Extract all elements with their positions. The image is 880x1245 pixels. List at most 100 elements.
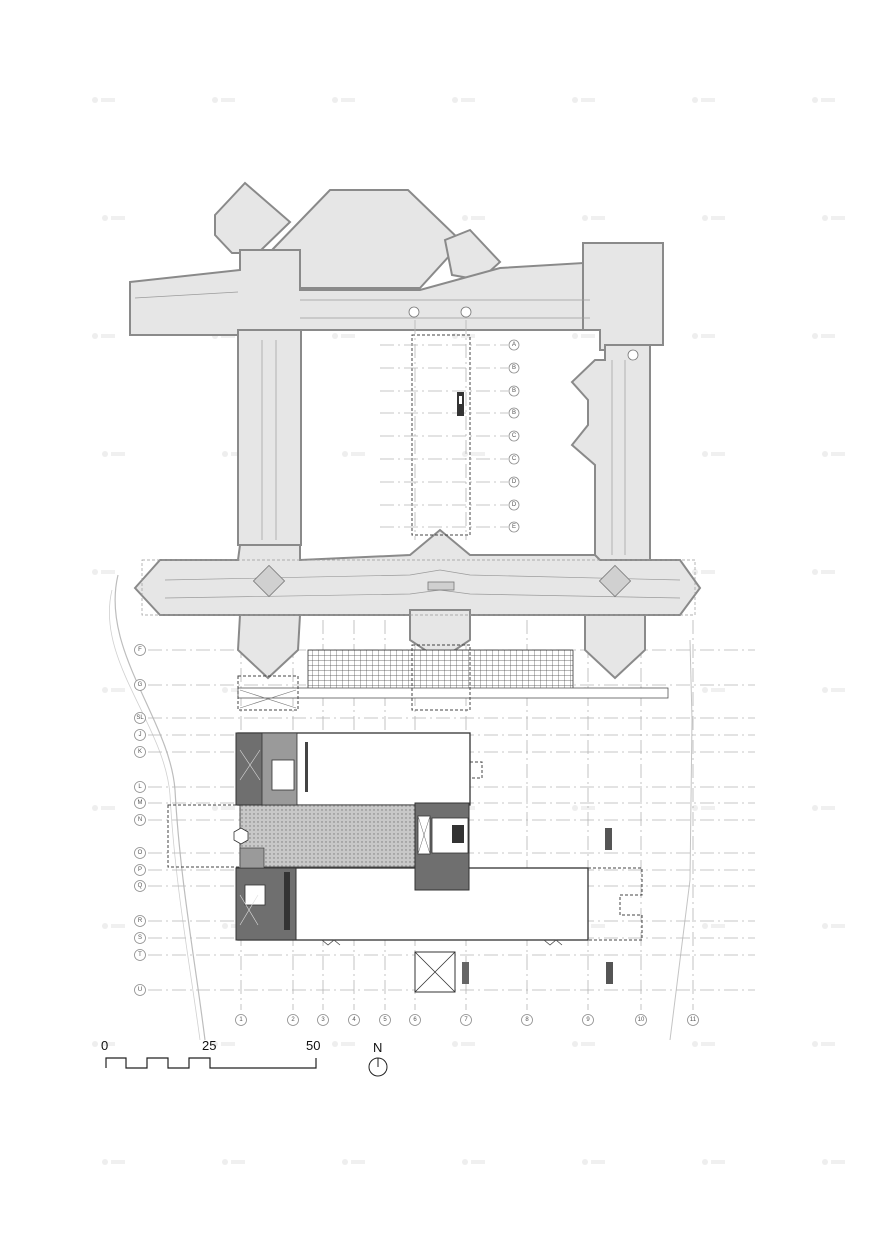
watermark-mark (702, 1159, 708, 1165)
grid-row-label: K (138, 749, 142, 755)
watermark-mark (111, 688, 125, 692)
grid-row-label: N (138, 817, 142, 823)
grid-column-bubble-circle (287, 1014, 299, 1026)
link-bridge (237, 687, 669, 699)
grid-column-bubble: 10 (635, 1014, 647, 1026)
watermark-mark (471, 452, 485, 456)
watermark-mark (701, 806, 715, 810)
site-boundary-right (669, 639, 693, 1041)
grid-row-label: R (138, 918, 143, 924)
south-wing (133, 528, 702, 616)
north-arrow-label: N (373, 1040, 382, 1055)
watermark-mark (92, 97, 98, 103)
grid-column-label: 3 (321, 1017, 325, 1023)
watermark-mark (812, 569, 818, 575)
watermark-mark (812, 97, 818, 103)
grid-row-bubble-circle (134, 864, 146, 876)
south-pavilion-cross (414, 951, 456, 993)
west-service-core (235, 732, 267, 806)
watermark-mark (572, 805, 578, 811)
east-core-cross (417, 815, 431, 855)
grid-row-label: T (138, 952, 142, 958)
grid-row-bubble: J (134, 729, 146, 741)
watermark-mark (692, 805, 698, 811)
watermark-mark (821, 1042, 835, 1046)
grid-row-bubble: L (134, 781, 146, 793)
grid-row-bubble: T (134, 949, 146, 961)
courtyard-bubble-circle (508, 339, 520, 351)
grid-row-label: SL (136, 715, 144, 721)
watermark-mark (101, 806, 115, 810)
watermark-mark (812, 333, 818, 339)
grid-row-label: M (138, 800, 143, 806)
courtyard-object-inner (459, 396, 462, 404)
watermark-mark (351, 452, 365, 456)
grid-column-bubble-circle (635, 1014, 647, 1026)
southwest-pavilion-core (252, 564, 286, 598)
grid-column-label: 2 (291, 1017, 295, 1023)
watermark-mark (341, 334, 355, 338)
grid-row-label: Q (138, 883, 143, 889)
grid-column-bubble-circle (235, 1014, 247, 1026)
grid-row-bubble-circle (134, 679, 146, 691)
courtyard-grid-label: A (512, 342, 516, 348)
watermark-mark (702, 687, 708, 693)
grid-column-bubble-circle (379, 1014, 391, 1026)
watermark-mark (452, 1041, 458, 1047)
grid-row-bubble-circle (134, 847, 146, 859)
south-hall-door-marker (543, 939, 563, 946)
watermark-mark (92, 1041, 98, 1047)
watermark-mark (821, 806, 835, 810)
watermark-mark (702, 451, 708, 457)
courtyard-bubble: C (508, 453, 520, 465)
link-bridge-cross (239, 689, 297, 709)
grid-row-label: J (139, 732, 142, 738)
west-core-room-south (244, 884, 266, 906)
watermark-mark (572, 97, 578, 103)
watermark-mark (471, 216, 485, 220)
watermark-mark (102, 215, 108, 221)
grid-row-bubble: O (134, 847, 146, 859)
grid-row-bubble-circle (134, 932, 146, 944)
watermark-mark (702, 215, 708, 221)
watermark-mark (692, 1041, 698, 1047)
west-core-room (271, 759, 295, 791)
courtyard-grid-label: B (512, 388, 516, 394)
link-bridge-dashed (237, 675, 299, 711)
grid-column-bubble: 7 (460, 1014, 472, 1026)
grid-row-bubble: R (134, 915, 146, 927)
grid-row-bubble: Q (134, 880, 146, 892)
watermark-mark (711, 688, 725, 692)
grid-column-bubble: 8 (521, 1014, 533, 1026)
southeast-pavilion-core (598, 564, 632, 598)
watermark-mark (701, 334, 715, 338)
watermark-mark (222, 1159, 228, 1165)
grid-row-bubble-circle (134, 949, 146, 961)
watermark-mark (701, 1042, 715, 1046)
west-entry-hexagon (233, 827, 249, 845)
courtyard-bubble-circle (508, 521, 520, 533)
north-entry-marker (408, 306, 420, 318)
watermark-mark (471, 1160, 485, 1164)
grid-row-bubble: F (134, 644, 146, 656)
grid-row-bubble-circle (134, 746, 146, 758)
south-hall-door-marker (321, 939, 341, 946)
watermark-mark (92, 805, 98, 811)
grid-row-bubble-circle (134, 729, 146, 741)
grid-row-label: L (138, 784, 142, 790)
north-entry-marker (460, 306, 472, 318)
grid-column-bubble-circle (409, 1014, 421, 1026)
courtyard-bubble-circle (508, 499, 520, 511)
watermark-mark (831, 1160, 845, 1164)
east-wing-corridor (611, 360, 626, 555)
watermark-mark (711, 216, 725, 220)
grid-row-bubble-circle (134, 880, 146, 892)
watermark-mark (342, 1159, 348, 1165)
watermark-mark (812, 1041, 818, 1047)
entrance-canopy (307, 649, 574, 693)
watermark-mark (572, 333, 578, 339)
grid-row-label: U (138, 987, 142, 993)
watermark-mark (582, 215, 588, 221)
watermark-mark (831, 452, 845, 456)
watermark-mark (462, 451, 468, 457)
